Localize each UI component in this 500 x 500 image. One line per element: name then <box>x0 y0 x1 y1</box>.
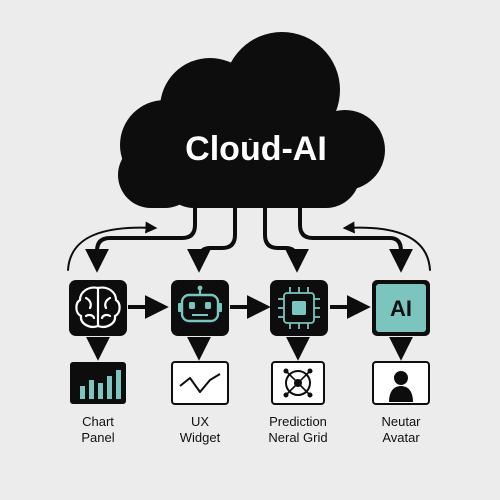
caption-line-1: Chart <box>82 414 114 429</box>
node-avatar <box>372 361 430 405</box>
feedback-arrow-right <box>342 221 431 271</box>
connector-cloud-to-brain <box>85 203 197 273</box>
caption-line-1: Prediction <box>269 414 327 429</box>
node-robot <box>171 280 229 336</box>
connector-cloud-to-ai <box>298 203 413 273</box>
connector-cloud-to-robot <box>187 203 237 273</box>
feedback-arrow-left <box>67 221 158 271</box>
caption-line-1: UX <box>190 414 210 429</box>
cloud-shape <box>118 32 385 208</box>
node-ai: AI <box>372 280 430 336</box>
caption-line-1: Neutar <box>381 414 421 429</box>
caption-line-2: Neral Grid <box>268 430 328 445</box>
caption-line-2: Avatar <box>382 430 420 445</box>
node-chart-panel <box>70 362 126 404</box>
node-chip <box>270 280 328 336</box>
person-silhouette-icon <box>389 371 413 402</box>
node-brain <box>69 280 127 336</box>
robot-icon <box>178 285 222 323</box>
node-ux-widget <box>171 361 229 405</box>
caption-avatar: Neutar Avatar <box>346 414 456 446</box>
ai-badge-icon <box>376 284 426 332</box>
caption-prediction-grid: Prediction Neral Grid <box>243 414 353 446</box>
zigzag-line-icon <box>179 373 221 393</box>
node-prediction-grid <box>271 361 325 405</box>
network-node-icon <box>283 368 313 398</box>
cloud-title: Cloud-AI <box>185 130 327 168</box>
bar-chart-icon <box>80 370 121 399</box>
connector-cloud-to-chip <box>263 203 309 273</box>
ai-badge-text: AI <box>390 296 412 321</box>
caption-line-2: Widget <box>179 430 221 445</box>
circuit-chip-icon <box>278 287 320 329</box>
caption-line-2: Panel <box>81 430 115 445</box>
brain-icon <box>75 286 121 328</box>
caption-chart-panel: Chart Panel <box>43 414 153 446</box>
caption-ux-widget: UX Widget <box>145 414 255 446</box>
